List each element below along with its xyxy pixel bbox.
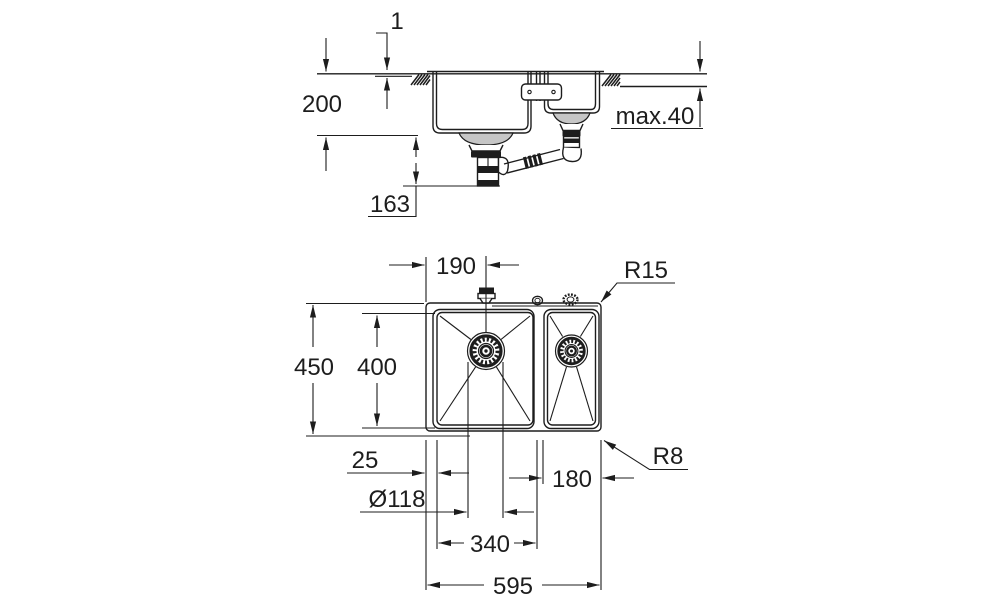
dim-label-180: 180 [552,466,592,493]
dim-label-1: 1 [390,8,403,35]
dim-rim-height: 1 [376,8,404,109]
dim-drain-offset-190: 190 [389,253,519,280]
dim-label-118: Ø118 [369,486,426,513]
side-bowl-plan [543,308,600,430]
dim-overall-width-595: 595 [427,573,600,600]
side-view: 1 200 max.40 163 [302,8,707,218]
overflow-fittings [531,293,579,306]
dim-drain-diameter-118: Ø118 [360,486,534,516]
dim-bowl-radius-r15: R15 [600,257,675,303]
pipe-corrugation [522,152,544,170]
dim-bowl-depth-200: 200 [302,38,418,171]
dim-main-bowl-width-340: 340 [438,531,536,558]
dim-trap-depth-163: 163 [368,137,500,218]
dim-rim-offset-25: 25 [347,447,469,477]
sink-outer-rim [425,302,602,432]
plan-view: 190 R15 450 400 25 Ø118 [294,253,688,600]
dim-bowl-depth-400: 400 [357,315,397,426]
side-bowl-slope-lines [549,315,594,422]
dim-label-200: 200 [302,91,342,118]
counter-hatch-right [601,74,621,87]
main-bowl-plan [432,308,535,430]
side-drain-assembly [552,112,591,163]
dim-label-163: 163 [370,191,410,218]
main-bowl-slope-lines [439,315,531,422]
dim-label-r8: R8 [653,443,684,470]
main-bowl-section [432,71,532,134]
side-drain-plan [554,334,589,368]
countertop [317,70,707,88]
dim-label-400: 400 [357,354,397,381]
dim-label-190: 190 [436,253,476,280]
dim-label-r15: R15 [624,257,668,284]
dim-side-bowl-width-180: 180 [509,466,634,493]
trap-pipe [497,148,564,176]
main-drain-assembly [458,132,514,187]
dim-label-25: 25 [352,447,379,474]
counter-hatch-left [410,74,431,86]
dim-label-450: 450 [294,354,334,381]
clamp-bracket [520,83,563,101]
dim-label-595: 595 [493,573,533,600]
dim-outer-radius-r8: R8 [603,440,688,471]
main-drain-plan [466,331,506,371]
dim-overall-depth-450: 450 [294,305,334,434]
dim-counter-thickness: max.40 [611,41,704,130]
dim-label-340: 340 [470,531,510,558]
extension-lines [306,256,602,590]
dim-label-max40: max.40 [616,103,695,130]
